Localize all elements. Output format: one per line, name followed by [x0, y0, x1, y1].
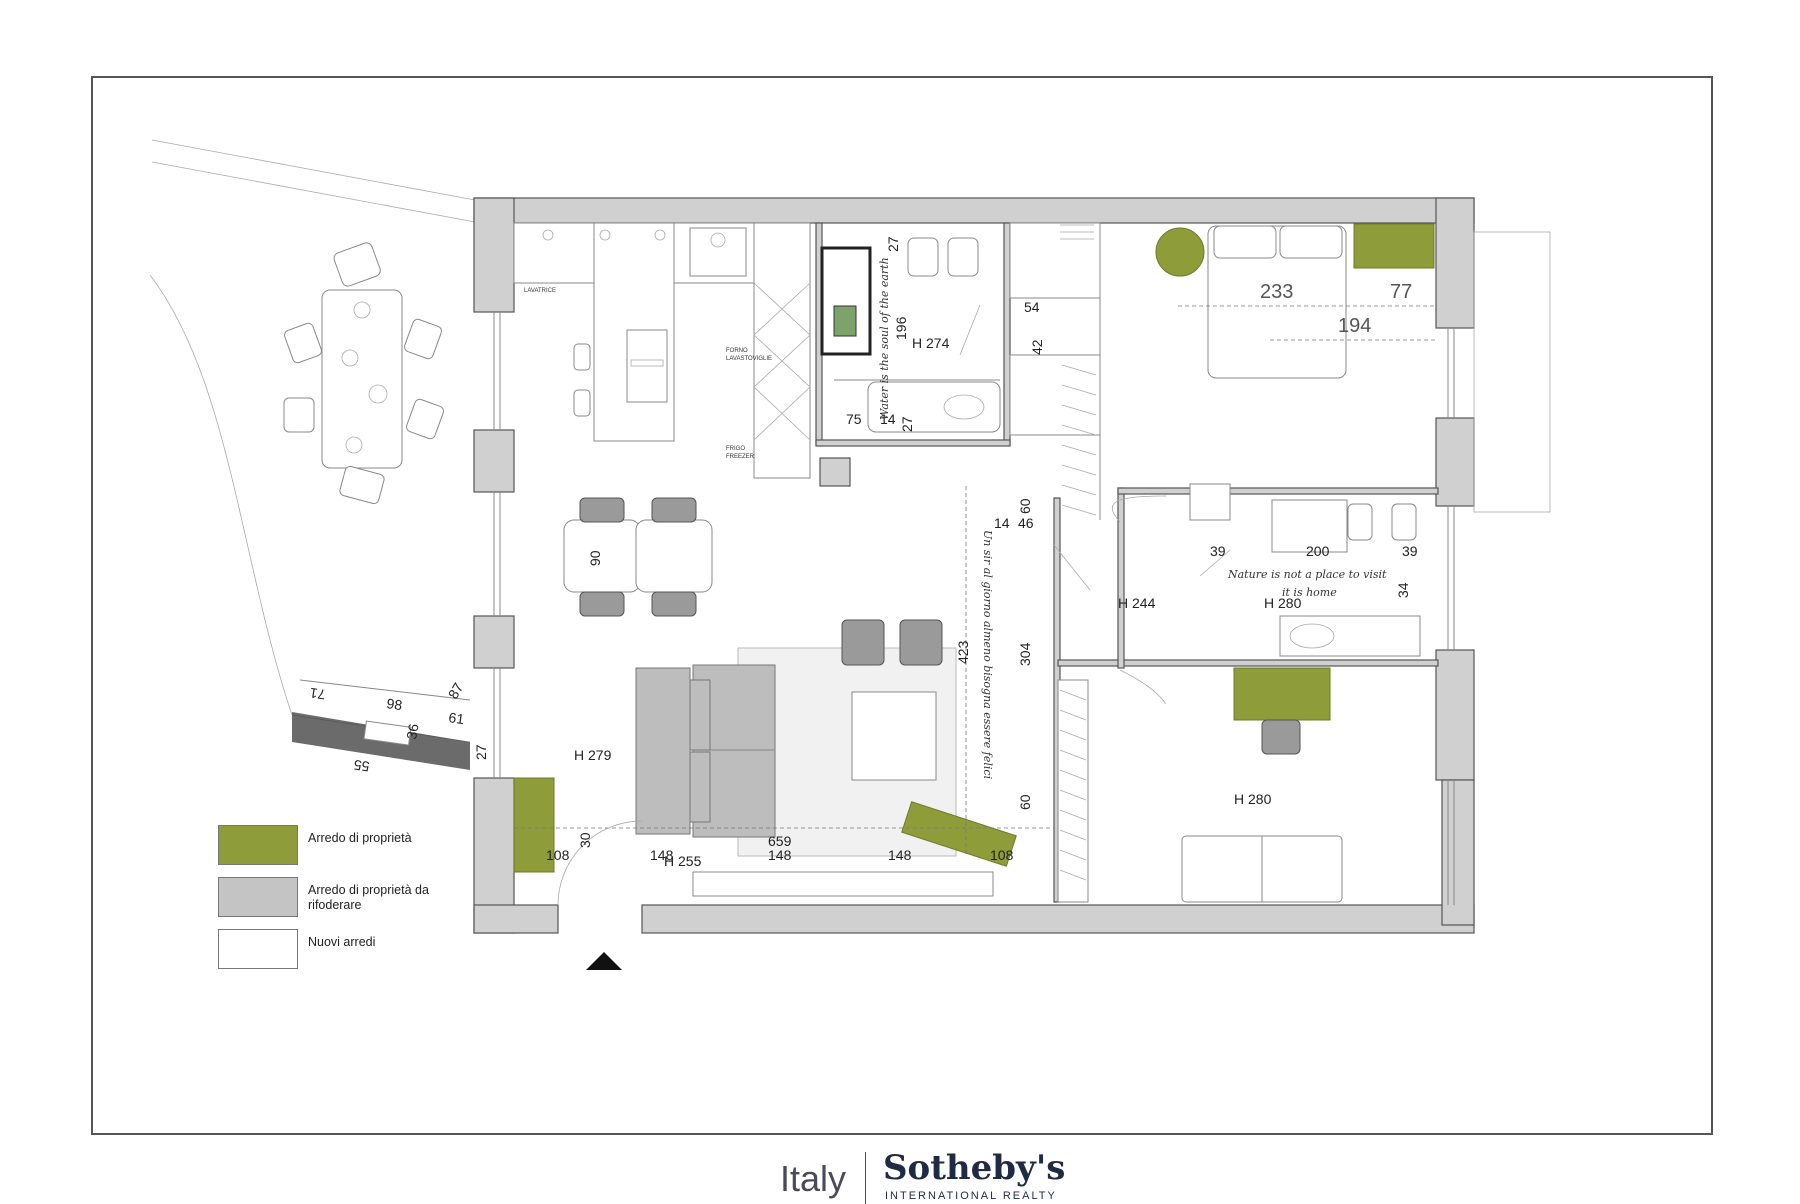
dim-200: 200 [1306, 543, 1330, 559]
height-label-bathroom1: H 274 [912, 335, 950, 351]
bathroom-2 [1189, 483, 1421, 657]
height-label-kitchen-living: H 279 [574, 747, 612, 763]
legend-label-owned: Arredo di proprietà [308, 831, 412, 845]
dim-36: 36 [403, 722, 421, 740]
dim-108a: 108 [546, 847, 570, 863]
legend-swatch-owned [218, 825, 298, 865]
quote-living: Un sir al giorno almeno bisogna essere f… [981, 530, 994, 779]
svg-text:FREEZER: FREEZER [726, 454, 755, 460]
appliance-label-frigo: FRIGO [726, 446, 745, 452]
footer-italy: Italy [780, 1158, 847, 1199]
footer-logo: Italy Sotheby's INTERNATIONAL REALTY [0, 1140, 1800, 1204]
appliance-label-forno: FORNO [726, 348, 748, 354]
dim-30: 30 [577, 832, 593, 848]
dim-196: 196 [893, 316, 909, 340]
legend-label-reupholster: Arredo di proprietà da rifoderare [308, 883, 429, 912]
dim-75: 75 [846, 411, 862, 427]
sheet-frame [91, 76, 1713, 1135]
dim-659: 659 [768, 833, 792, 849]
footer-subtitle: INTERNATIONAL REALTY [885, 1190, 1057, 1202]
wardrobes [1009, 222, 1101, 903]
bathroom-1 [820, 237, 1001, 433]
dim-14a: 14 [880, 411, 896, 427]
dim-60a: 60 [1017, 498, 1033, 514]
bedroom-second [1181, 667, 1343, 903]
legend: Arredo di proprietà Arredo di proprietà … [218, 825, 478, 975]
legend-item-owned: Arredo di proprietà [218, 825, 478, 867]
windows [493, 231, 1551, 905]
dim-14b: 14 [994, 515, 1010, 531]
walls [473, 197, 1475, 934]
dim-148b: 148 [768, 847, 792, 863]
dim-71: 71 [309, 685, 327, 703]
dim-60b: 60 [1017, 794, 1033, 810]
dining-set [563, 497, 713, 617]
dim-304: 304 [1017, 642, 1033, 666]
svg-text:LAVASTOVIGLIE: LAVASTOVIGLIE [726, 356, 772, 362]
dim-87: 87 [445, 680, 467, 702]
bedroom-master [1155, 223, 1436, 379]
dim-27a: 27 [885, 236, 901, 252]
dim-34: 34 [1395, 582, 1411, 598]
height-label-bathroom2: H 280 [1264, 595, 1302, 611]
quote-bathroom2-line1: Nature is not a place to visit [1227, 568, 1387, 581]
dim-54: 54 [1024, 299, 1040, 315]
height-label-bedroom: H 280 [1234, 791, 1272, 807]
height-label-hall: H 244 [1118, 595, 1156, 611]
dim-148a: 148 [650, 847, 674, 863]
appliance-label-lavatrice: LAVATRICE [524, 288, 556, 294]
outdoor-dining-set [283, 242, 445, 505]
doors [557, 304, 1231, 906]
terrace-outline [149, 139, 476, 743]
legend-item-reupholster: Arredo di proprietà da rifoderare [218, 877, 478, 919]
dim-39a: 39 [1210, 543, 1226, 559]
dim-bed-depth: 194 [1338, 315, 1371, 337]
quote-bathroom2-line2: it is home [1282, 586, 1337, 599]
footer-brand: Sotheby's [883, 1148, 1066, 1188]
height-label-entrance: H 255 [664, 853, 702, 869]
legend-swatch-reupholster [218, 877, 298, 917]
dim-46: 46 [1018, 515, 1034, 531]
dim-27b: 27 [899, 416, 915, 432]
dim-27c: 27 [473, 744, 489, 760]
dim-61: 61 [448, 709, 466, 727]
dim-423: 423 [955, 640, 971, 664]
dim-98: 98 [386, 695, 404, 713]
dim-42: 42 [1029, 339, 1045, 355]
living-area [513, 486, 1054, 897]
footer-divider [865, 1152, 866, 1204]
dim-55: 55 [353, 757, 371, 775]
legend-swatch-new [218, 929, 298, 969]
kitchen: LAVATRICE FORNO LAVASTOVIGLIE FRIGO FREE… [513, 222, 811, 479]
dim-39b: 39 [1402, 543, 1418, 559]
legend-label-new: Nuovi arredi [308, 935, 376, 949]
dim-108b: 108 [990, 847, 1014, 863]
dim-cabinet-width: 77 [1390, 281, 1412, 303]
dim-90: 90 [587, 550, 603, 566]
entrance-arrow-icon [586, 952, 622, 970]
quote-bathroom1: Water is the soul of the earth [878, 257, 891, 420]
dim-148c: 148 [888, 847, 912, 863]
legend-item-new: Nuovi arredi [218, 929, 478, 971]
dim-bed-width: 233 [1260, 281, 1293, 303]
planter [292, 679, 471, 770]
